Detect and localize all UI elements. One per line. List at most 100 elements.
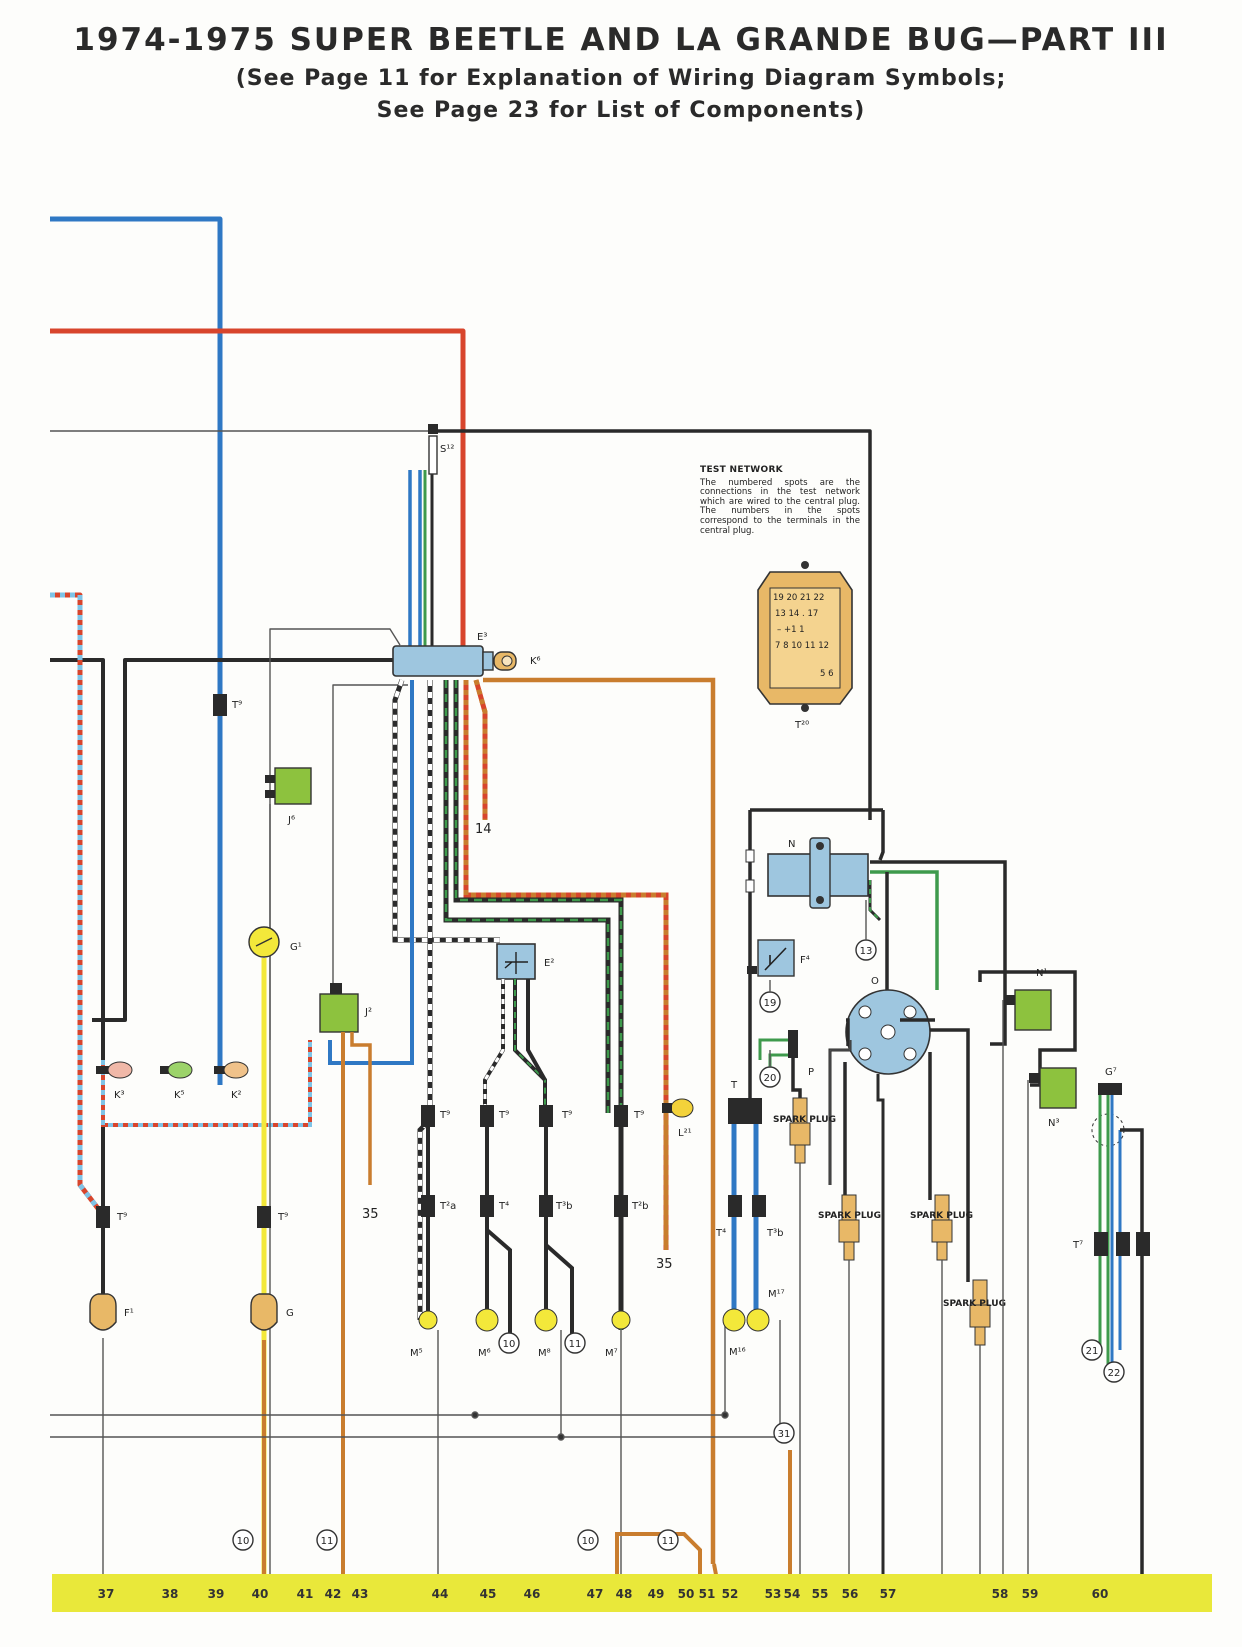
plug-pins-row-5: 5 6: [820, 669, 834, 679]
central-plug-t20: 19 20 21 22 13 14 . 17 – +1 1 7 8 10 11 …: [757, 561, 853, 731]
terminal-56: 56: [841, 1587, 859, 1601]
terminal-52: 52: [721, 1587, 739, 1601]
label-s12: S¹²: [440, 444, 454, 455]
terminal-38: 38: [161, 1587, 179, 1601]
terminal-40: 40: [251, 1587, 269, 1601]
label-t20: T²⁰: [794, 720, 809, 731]
label-spark-plug-2: SPARK PLUG: [818, 1211, 881, 1221]
test-point-21: 21: [1086, 1346, 1099, 1357]
label-g: G: [286, 1308, 294, 1319]
switch-f4: F⁴: [747, 939, 810, 977]
spark-plug-1: SPARK PLUG: [773, 1097, 836, 1164]
switch-e3: E³: [392, 632, 494, 677]
test-network-title: TEST NETWORK: [700, 465, 783, 475]
test-point-10-a: 10: [503, 1339, 516, 1350]
right-components: N¹ N³ G⁷ T⁷: [978, 968, 1150, 1580]
ignition-coil-n: N: [767, 837, 869, 909]
diagram-title: 1974-1975 SUPER BEETLE AND LA GRANDE BUG…: [73, 22, 1169, 58]
label-k3: K³: [114, 1090, 125, 1101]
label-n1: N¹: [1036, 968, 1048, 979]
terminal-51: 51: [698, 1587, 716, 1601]
terminal-39: 39: [207, 1587, 225, 1601]
label-t7: T⁷: [1072, 1240, 1083, 1251]
terminal-59: 59: [1021, 1587, 1039, 1601]
test-points: 13 19 20 10 11 21 22 31 10 11 10 11: [232, 939, 1125, 1551]
label-f4: F⁴: [800, 955, 810, 966]
label-t2b: T²b: [631, 1201, 648, 1212]
label-m7: M⁷: [605, 1348, 618, 1359]
indicator-lamps: K³ K⁵ K²: [96, 1040, 312, 1127]
label-j6: J⁶: [287, 815, 295, 826]
main-wires: [50, 216, 872, 1218]
label-g7: G⁷: [1105, 1067, 1117, 1078]
test-point-22: 22: [1108, 1368, 1121, 1379]
terminal-44: 44: [431, 1587, 449, 1601]
label-t9-c: T⁹: [561, 1110, 572, 1121]
diagram-subtitle-line-1: (See Page 11 for Explanation of Wiring D…: [235, 66, 1007, 91]
plug-pins-row-4: 7 8 10 11 12: [775, 641, 829, 651]
test-point-11-c: 11: [662, 1536, 675, 1547]
label-t2a: T²a: [439, 1201, 456, 1212]
terminal-55: 55: [811, 1587, 829, 1601]
label-t9-d: T⁹: [633, 1110, 644, 1121]
terminal-60: 60: [1091, 1587, 1109, 1601]
plug-pins-row-3: – +1 1: [777, 625, 805, 635]
label-t9-top: T⁹: [231, 700, 242, 711]
label-t9-k3: T⁹: [116, 1212, 127, 1223]
test-point-31: 31: [778, 1429, 791, 1440]
test-point-11-b: 11: [321, 1536, 334, 1547]
label-m16: M¹⁶: [729, 1347, 746, 1358]
label-t3b: T³b: [555, 1201, 572, 1212]
label-t9-a: T⁹: [439, 1110, 450, 1121]
plug-pins-row-1: 19 20 21 22: [773, 593, 824, 603]
test-point-13: 13: [860, 946, 873, 957]
connector-row-t9: T⁹ T⁹ T⁹ T⁹ T²a T⁴ T³b T²b L²¹ 35: [421, 1098, 694, 1335]
terminal-37: 37: [97, 1587, 115, 1601]
label-n3: N³: [1048, 1118, 1060, 1129]
terminal-46: 46: [523, 1587, 541, 1601]
test-point-20: 20: [764, 1073, 777, 1084]
wire-label-35-a: 35: [362, 1207, 379, 1222]
wire-label-14: 14: [475, 822, 492, 837]
terminal-42: 42: [324, 1587, 342, 1601]
warning-lamp-k6: K⁶: [493, 651, 541, 671]
terminal-strip: [52, 1574, 1212, 1612]
bulbs-m: M⁵ M⁶ M⁸ M⁷: [410, 1308, 631, 1580]
terminal-47: 47: [586, 1587, 604, 1601]
label-t3b-right: T³b: [766, 1228, 783, 1239]
label-t4: T⁴: [498, 1201, 509, 1212]
label-o: O: [871, 976, 879, 987]
label-f1: F¹: [124, 1308, 134, 1319]
label-p: P: [808, 1067, 814, 1078]
label-t9-g1: T⁹: [277, 1212, 288, 1223]
label-t9-b: T⁹: [498, 1110, 509, 1121]
plug-pins-row-2: 13 14 . 17: [775, 609, 818, 619]
test-network-note: TEST NETWORK The numbered spots are the …: [700, 465, 860, 536]
label-spark-plug-3: SPARK PLUG: [910, 1211, 973, 1221]
label-g1: G¹: [290, 942, 302, 953]
relay-e2: E²: [483, 943, 554, 1110]
test-point-10-b: 10: [237, 1536, 250, 1547]
label-k2: K²: [231, 1090, 242, 1101]
label-m6: M⁶: [478, 1348, 491, 1359]
label-n: N: [788, 839, 795, 850]
label-m8: M⁸: [538, 1348, 551, 1359]
label-e2: E²: [544, 958, 554, 969]
wire-label-35-b: 35: [656, 1257, 673, 1272]
label-m17: M¹⁷: [768, 1289, 785, 1300]
label-m5: M⁵: [410, 1348, 423, 1359]
test-point-10-c: 10: [582, 1536, 595, 1547]
terminal-45: 45: [479, 1587, 497, 1601]
label-k6: K⁶: [530, 656, 541, 667]
terminal-57: 57: [879, 1587, 897, 1601]
label-spark-plug-1: SPARK PLUG: [773, 1115, 836, 1125]
brown-bottom-links: [615, 1450, 792, 1581]
test-point-19: 19: [764, 998, 777, 1009]
label-l21: L²¹: [678, 1128, 692, 1139]
diagram-subtitle-line-2: See Page 23 for List of Components): [376, 98, 866, 123]
fuse-s12: S¹²: [428, 424, 454, 475]
label-e3: E³: [477, 632, 487, 643]
terminal-41: 41: [296, 1587, 314, 1601]
